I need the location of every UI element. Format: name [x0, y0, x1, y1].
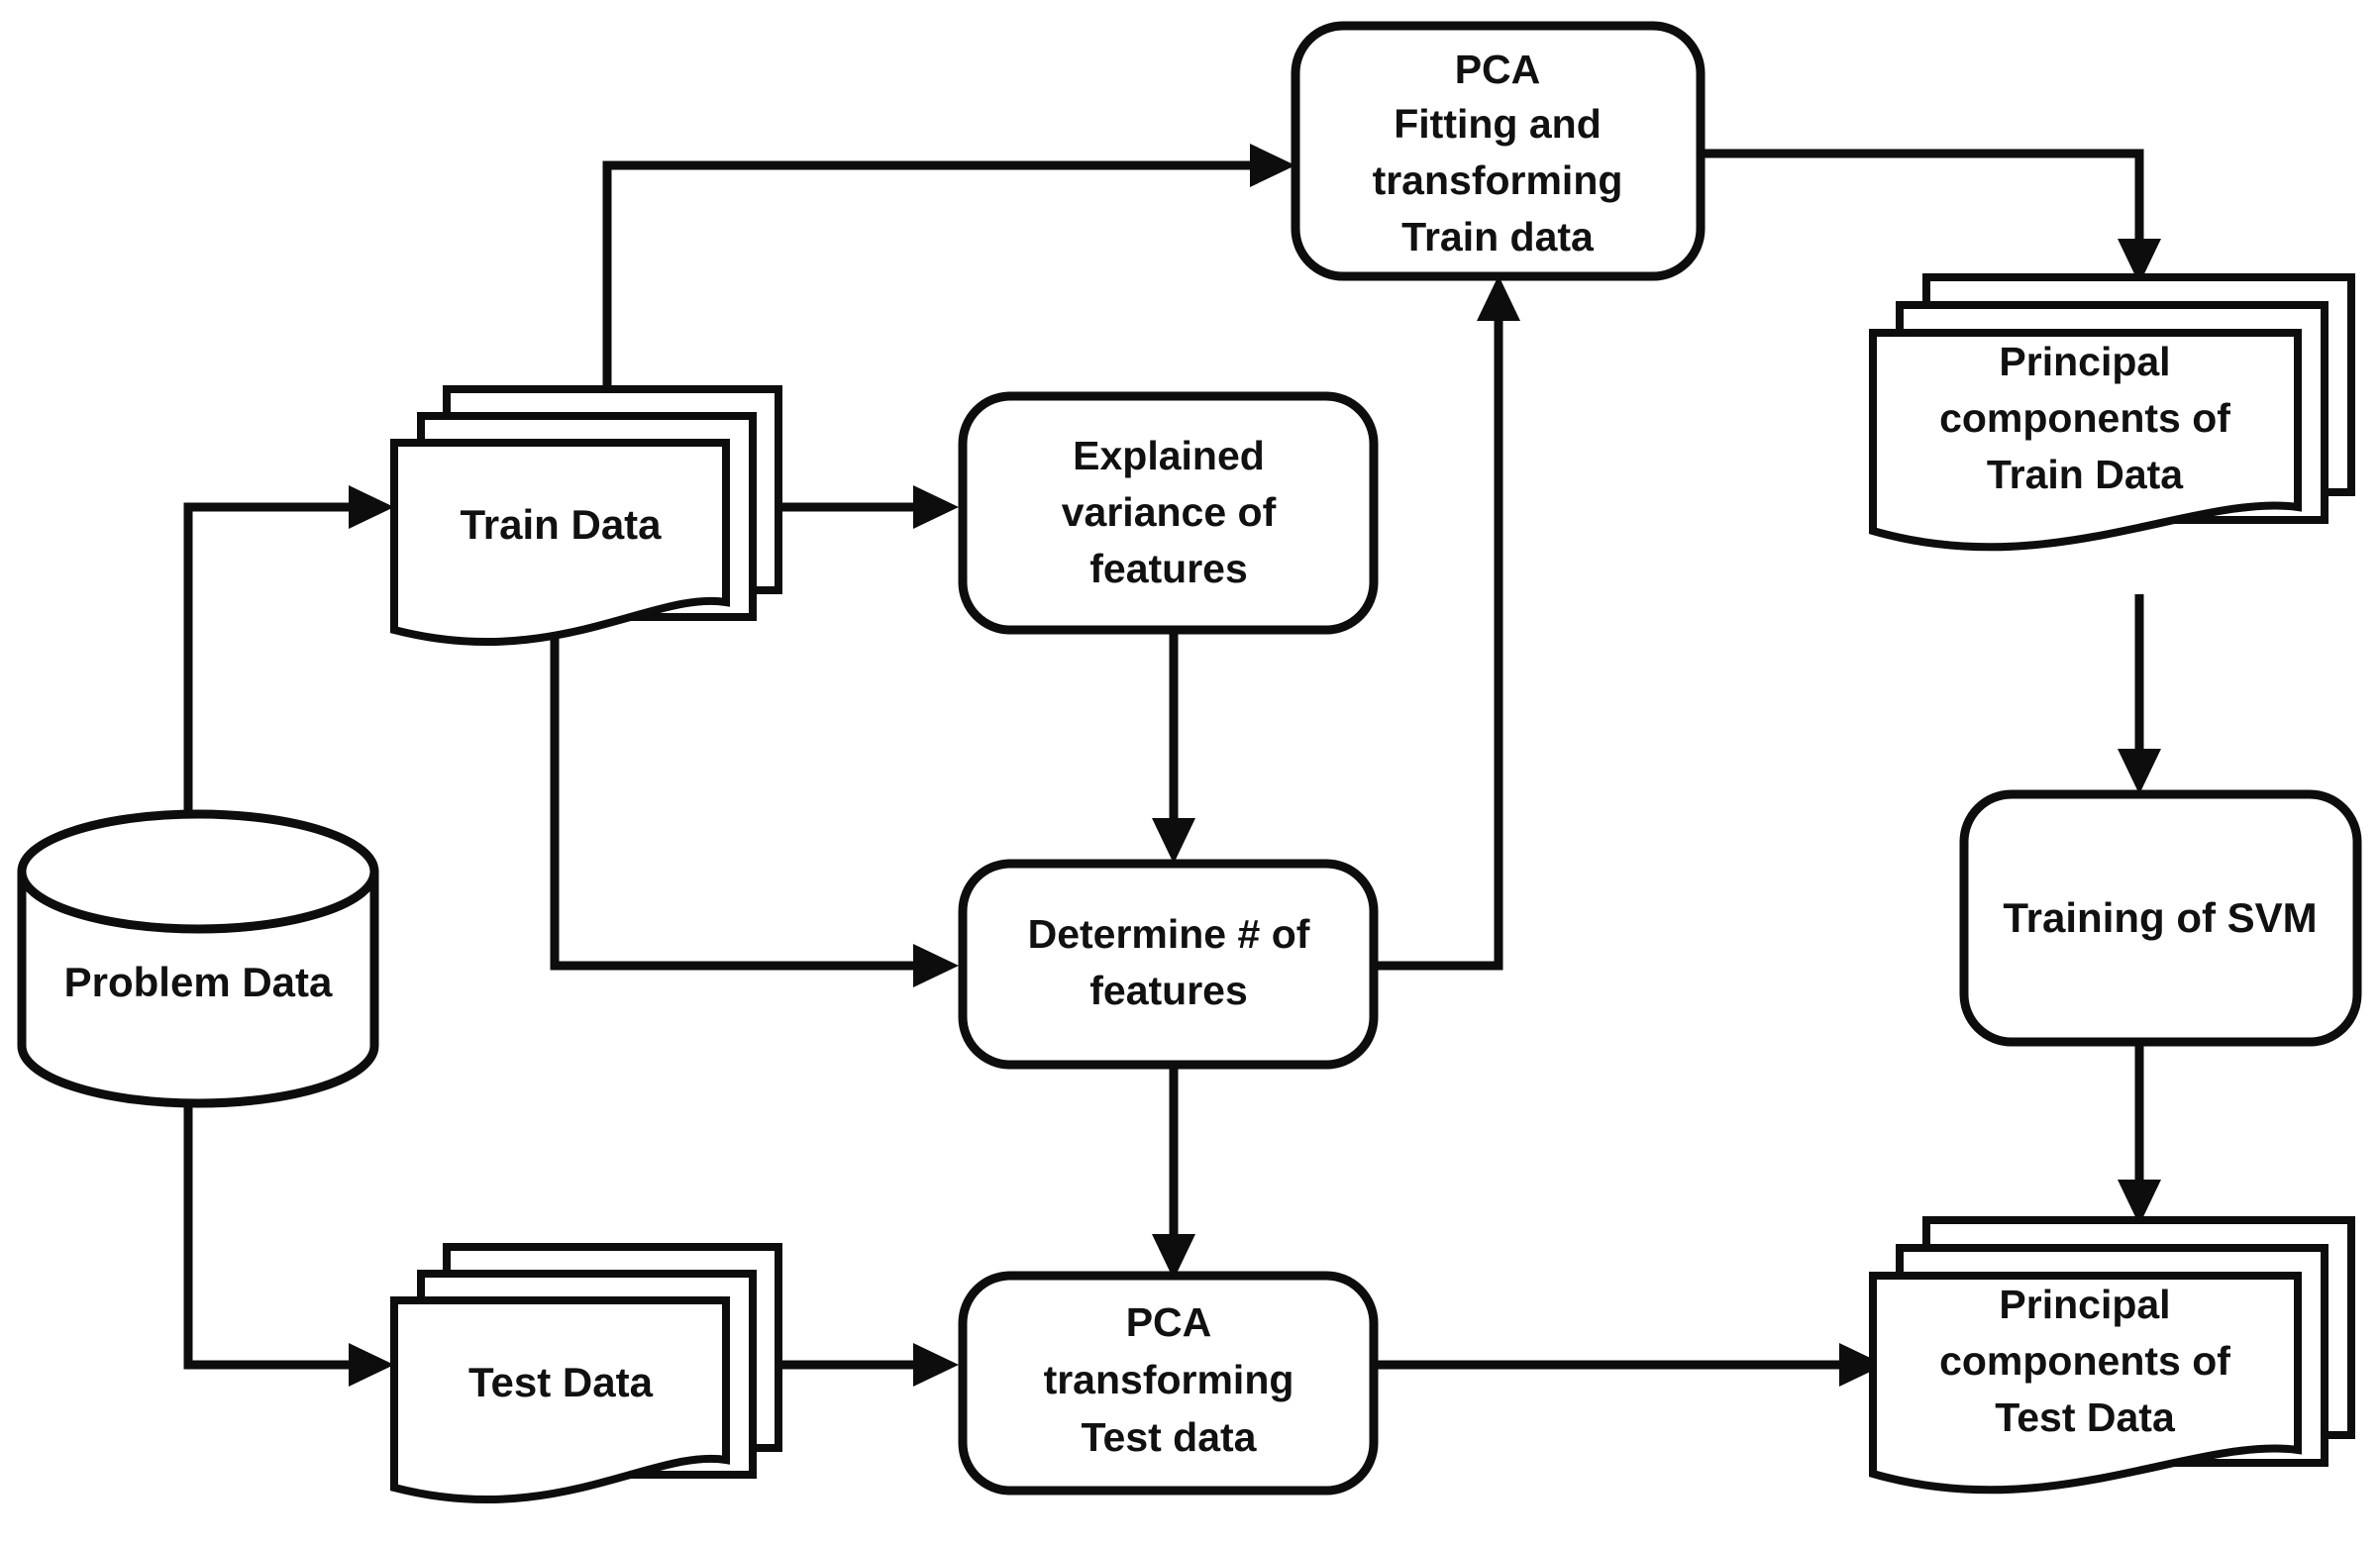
node-determine-features[interactable]: Determine # of features — [958, 859, 1379, 1070]
node-pc-train[interactable]: Principal components of Train Data — [1869, 273, 2355, 552]
edge-explained-variance-to-determine-features — [1152, 630, 1195, 864]
edge-determine-features-to-pca-fit-train — [1367, 275, 1520, 971]
edge-train-data-to-determine-features — [550, 634, 959, 987]
node-label-pc-test-line1: Principal — [1999, 1282, 2170, 1327]
node-label-problem-data: Problem Data — [64, 959, 333, 1005]
node-label-pca-transform-test-line1: PCA — [1126, 1299, 1212, 1345]
node-pca-transform-test[interactable]: PCA transforming Test data — [958, 1271, 1379, 1496]
edge-problem-data-to-test-data — [183, 1089, 394, 1387]
edge-train-data-to-pca-fit-train — [602, 144, 1295, 396]
edge-train-data-to-explained-variance — [773, 485, 959, 529]
node-label-explained-variance-line3: features — [1089, 546, 1248, 591]
node-label-train-data: Train Data — [460, 501, 662, 548]
node-pc-test[interactable]: Principal components of Test Data — [1869, 1216, 2355, 1495]
node-label-test-data: Test Data — [468, 1359, 654, 1405]
edge-pca-fit-train-to-pc-train — [1701, 149, 2161, 284]
node-label-explained-variance-line2: variance of — [1062, 489, 1277, 535]
node-train-data[interactable]: Train Data — [390, 385, 782, 647]
node-label-pc-train-line3: Train Data — [1987, 452, 2184, 497]
node-label-pc-train-line1: Principal — [1999, 339, 2170, 384]
edge-problem-data-to-train-data — [183, 485, 394, 529]
node-label-training-svm: Training of SVM — [2003, 894, 2317, 941]
node-label-pca-fit-train-line1: PCA — [1455, 47, 1541, 92]
edge-determine-features-to-pca-transform-test — [1152, 1065, 1195, 1280]
node-problem-data[interactable]: Problem Data — [17, 809, 379, 1108]
node-pca-fit-train[interactable]: PCA Fitting and transforming Train data — [1291, 21, 1706, 281]
node-label-pca-transform-test-line2: transforming — [1044, 1357, 1294, 1402]
node-label-explained-variance-line1: Explained — [1073, 433, 1265, 478]
node-label-pca-fit-train-line3: transforming — [1373, 157, 1623, 203]
node-label-determine-features-line1: Determine # of — [1028, 911, 1310, 957]
node-label-determine-features-line2: features — [1089, 968, 1248, 1013]
node-label-pca-fit-train-line4: Train data — [1401, 214, 1595, 259]
edge-pc-train-to-training-svm — [2118, 594, 2161, 794]
node-label-pc-test-line2: components of — [1939, 1338, 2230, 1384]
node-label-pc-test-line3: Test Data — [1995, 1394, 2176, 1440]
node-explained-variance[interactable]: Explained variance of features — [958, 391, 1379, 635]
node-label-pc-train-line2: components of — [1939, 395, 2230, 441]
edge-test-data-to-pca-transform-test — [773, 1343, 959, 1387]
edge-training-svm-to-pc-test — [2118, 1042, 2161, 1225]
node-training-svm[interactable]: Training of SVM — [1959, 789, 2362, 1047]
node-label-pca-transform-test-line3: Test data — [1082, 1414, 1258, 1460]
node-test-data[interactable]: Test Data — [390, 1243, 782, 1504]
edge-pca-transform-test-to-pc-test — [1367, 1343, 1885, 1387]
node-label-pca-fit-train-line2: Fitting and — [1394, 101, 1602, 147]
